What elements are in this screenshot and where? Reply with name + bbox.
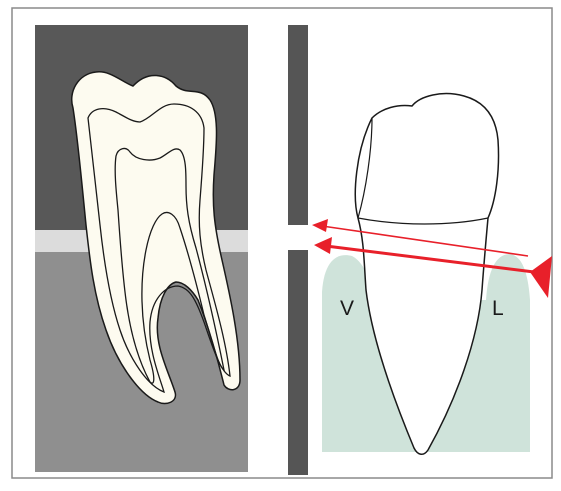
septum-bar-lower	[288, 250, 308, 475]
label-lingual: L	[492, 297, 504, 320]
septum-bar-upper	[288, 25, 308, 225]
septum-bar	[288, 25, 308, 475]
left-panel	[35, 25, 248, 472]
label-vestibular: V	[340, 297, 354, 320]
